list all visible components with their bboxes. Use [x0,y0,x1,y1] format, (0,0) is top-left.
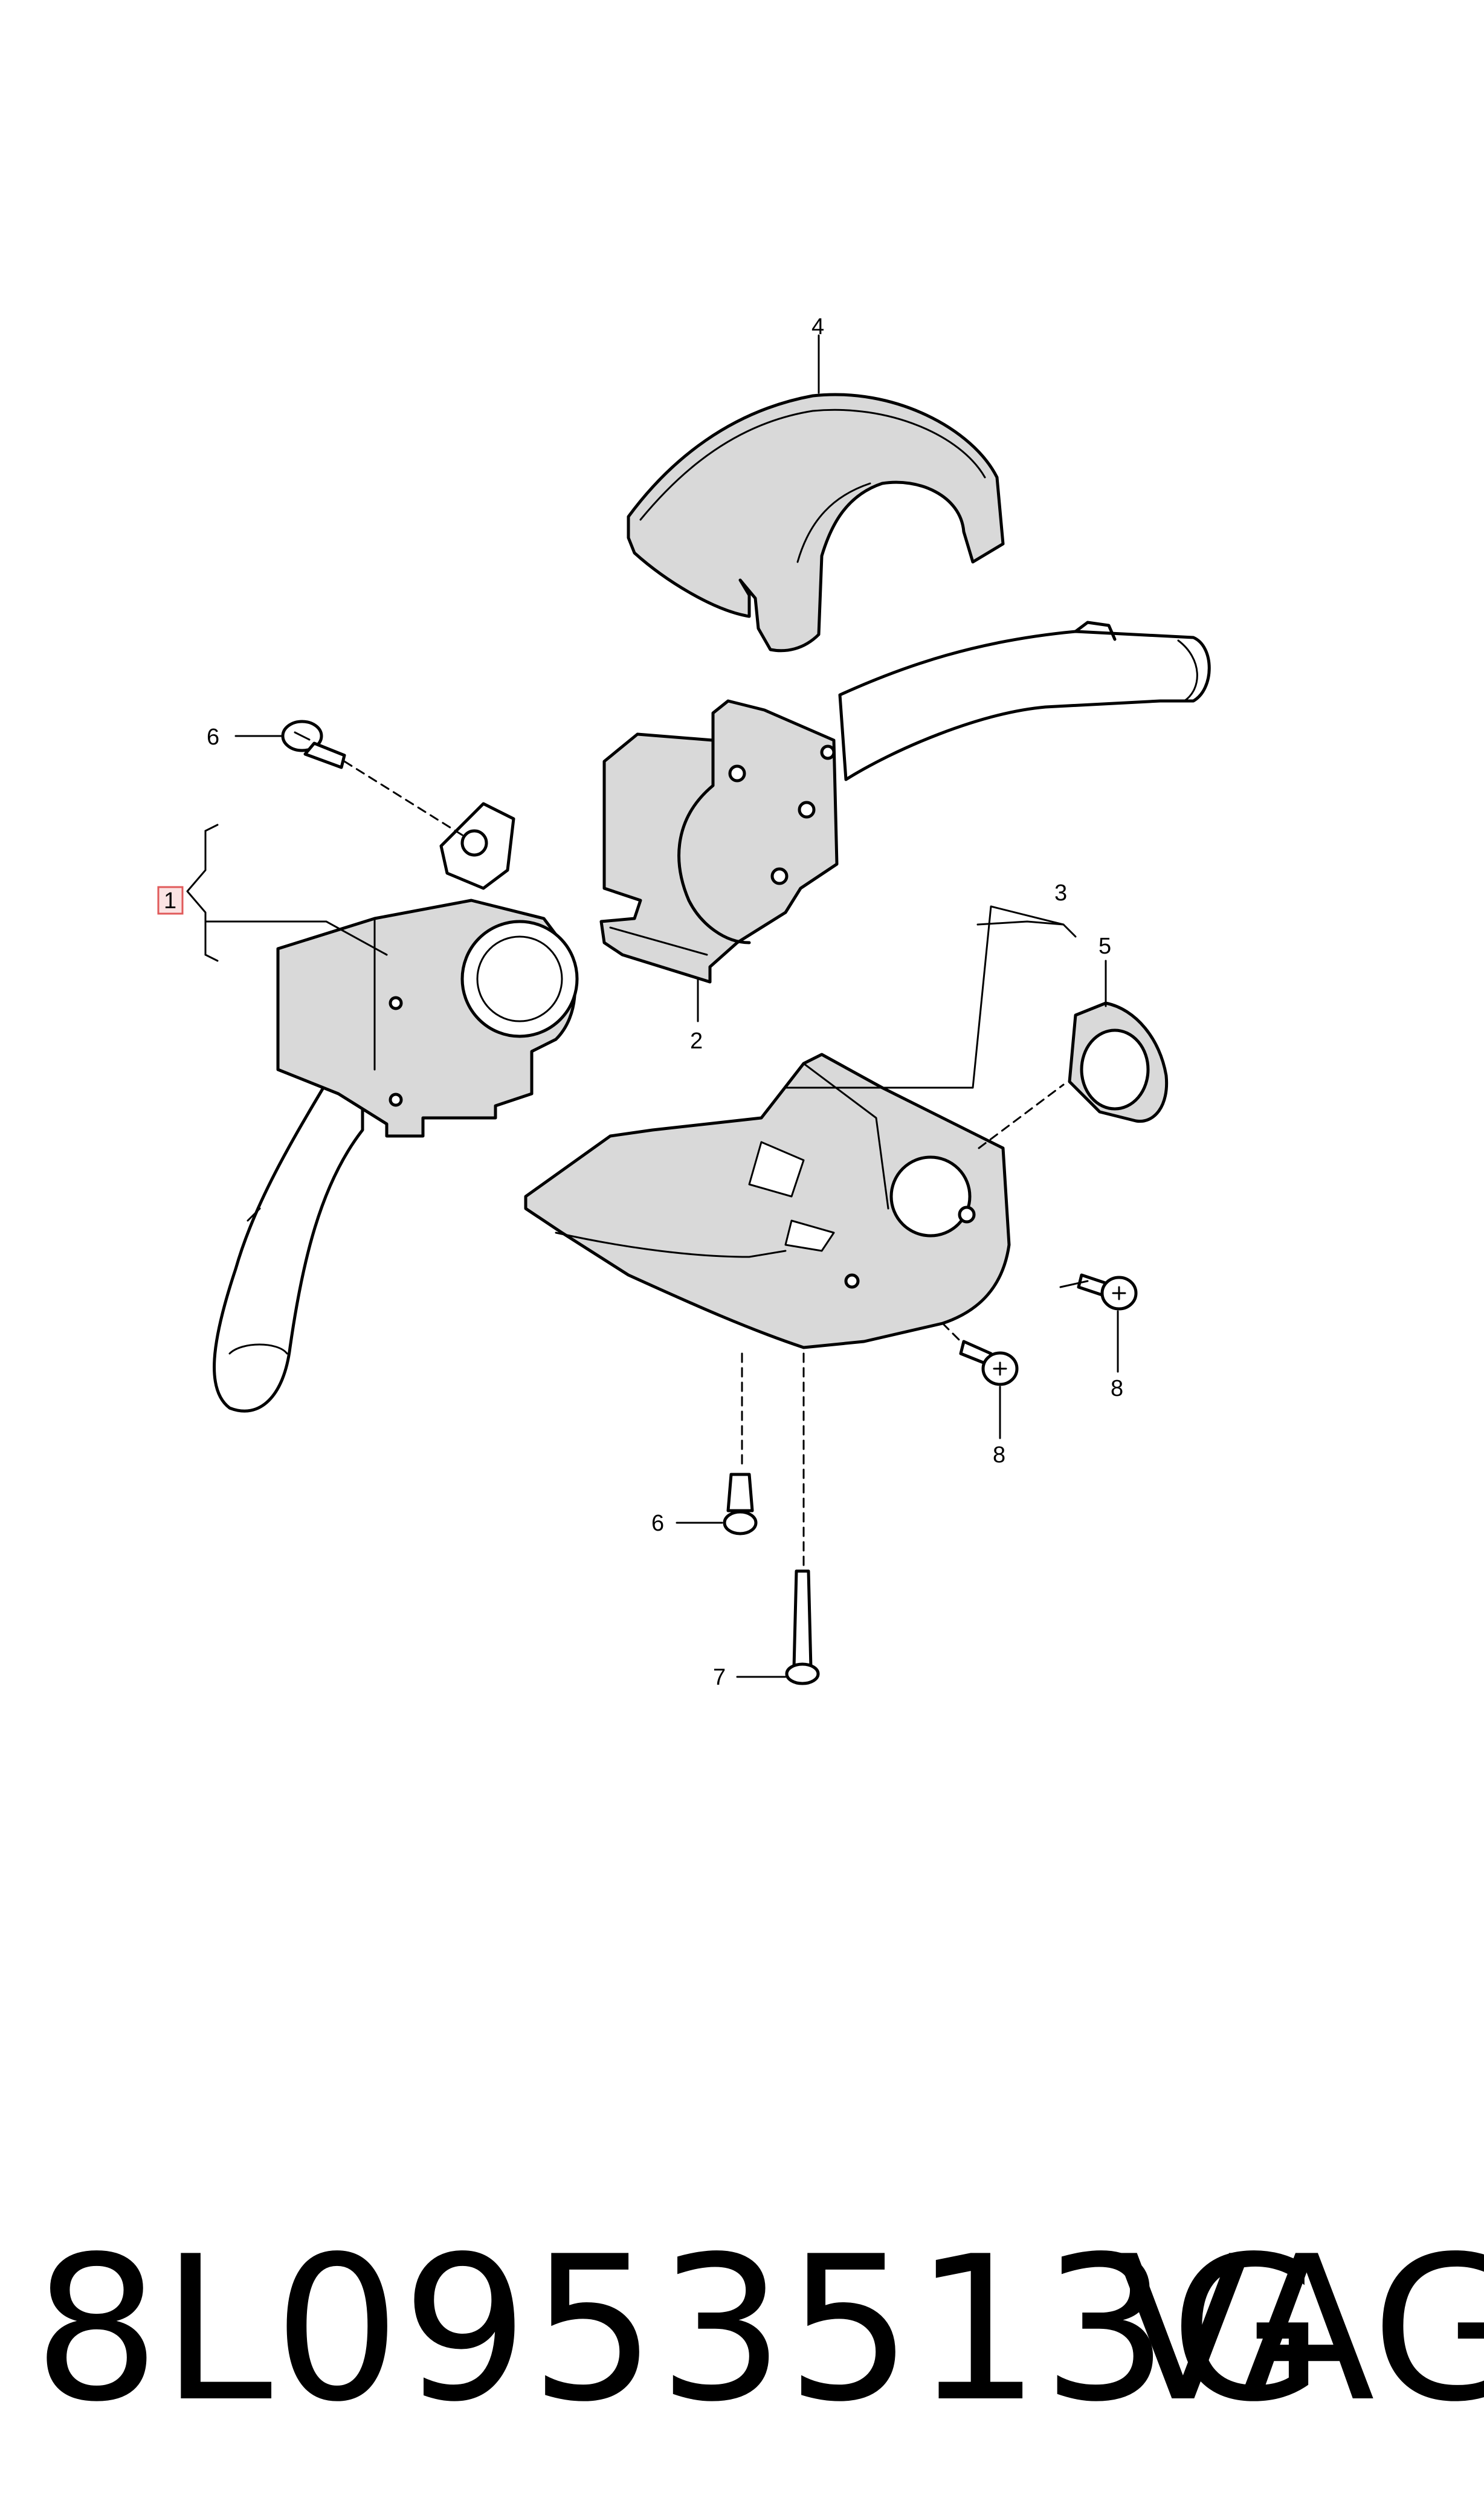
part-number-title: 8L0953513G [33,2213,1326,2445]
brand-label: VAG [1115,2213,1484,2445]
callout-2[interactable]: 2 [690,1028,703,1054]
callout-8-right[interactable]: 8 [1111,1376,1123,1401]
selected-callout-box[interactable] [157,886,184,915]
callout-6-top[interactable]: 6 [207,725,219,750]
callout-1[interactable]: 1 [164,888,176,914]
wiper-switch-assembly [599,621,1211,984]
callout-8-left[interactable]: 8 [993,1442,1005,1468]
screw-6-bottom [723,1473,758,1535]
screw-6-top [281,720,346,769]
callout-5[interactable]: 5 [1098,934,1111,959]
leader-lines [186,334,1119,1678]
ignition-cap [1068,1001,1169,1123]
screw-8-left [959,1340,1019,1386]
callout-7[interactable]: 7 [713,1665,726,1690]
screw-7 [785,1569,820,1685]
turn-signal-switch [213,802,579,1413]
callout-6-bottom[interactable]: 6 [651,1511,664,1536]
callout-3[interactable]: 3 [1054,880,1067,906]
lower-column-shroud [524,1053,1011,1349]
screw-8-right [1077,1273,1138,1311]
callout-4[interactable]: 4 [811,314,824,340]
upper-column-shroud [627,393,1005,653]
